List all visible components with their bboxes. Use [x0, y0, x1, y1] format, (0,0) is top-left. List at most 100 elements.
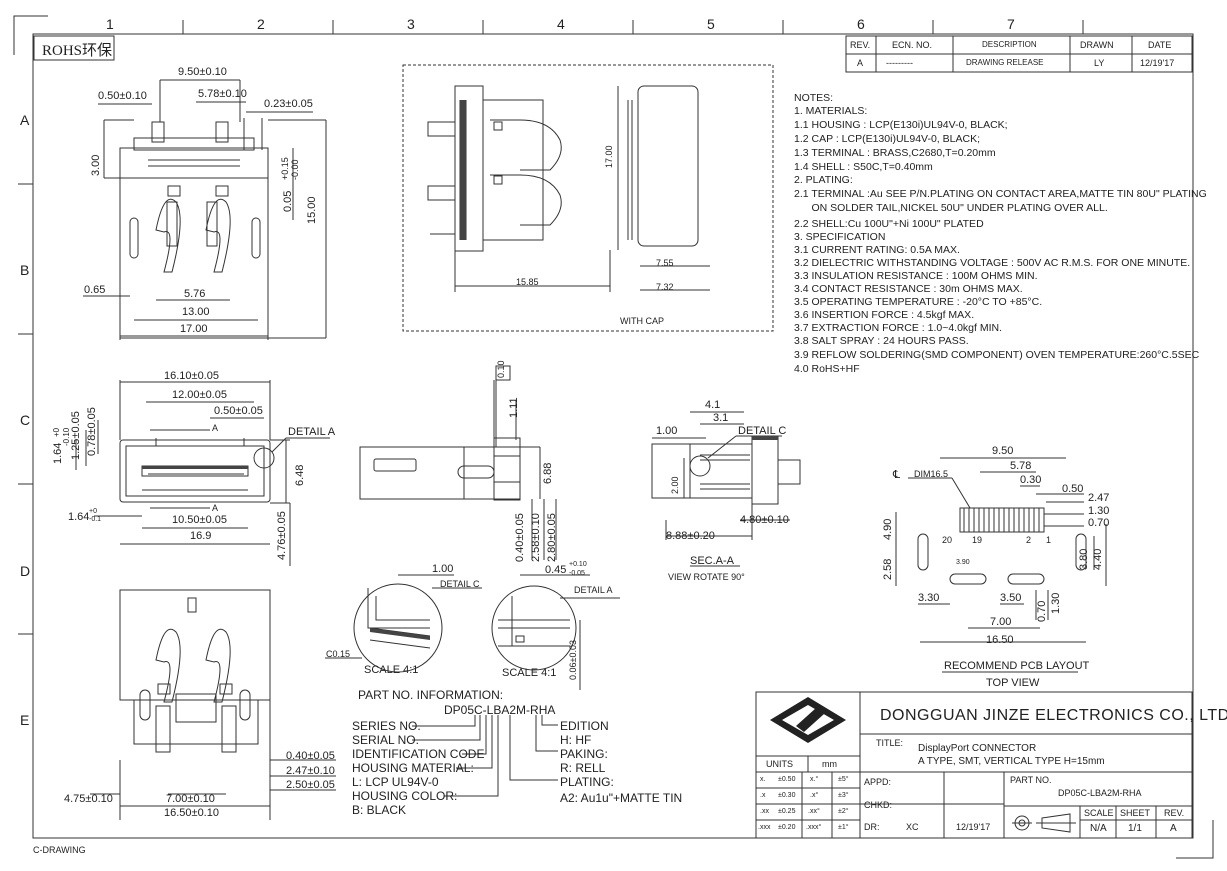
date-value: 12/19'17	[1140, 58, 1175, 68]
note-line: 2.1 TERMINAL :Au SEE P/N.PLATING ON CONT…	[794, 188, 1207, 200]
dim-label: 3.1	[713, 412, 729, 424]
company-name: DONGGUAN JINZE ELECTRONICS CO., LTD	[880, 707, 1227, 724]
scale-c: SCALE 4:1	[364, 664, 419, 676]
rev-header: REV.	[850, 40, 871, 50]
dim-label: 16.50±0.10	[164, 807, 219, 819]
part-info-left: IDENTIFICATION CODE	[352, 747, 485, 761]
dim-label: 0.45	[545, 564, 567, 576]
note-line: 3.6 INSERTION FORCE : 4.5kgf MAX.	[794, 309, 975, 321]
row-e: E	[20, 712, 30, 728]
dim-label: 0.50	[1062, 483, 1084, 495]
tol-cell: ±0.20	[778, 824, 796, 831]
dim-label: 9.50	[992, 445, 1014, 457]
section-marker: A	[212, 503, 219, 513]
centerline-symbol: ℄	[893, 469, 901, 481]
tol-cell: .xx°	[808, 808, 820, 815]
dim-label: 2.00	[670, 476, 680, 494]
pin-label: 2	[1026, 535, 1032, 545]
note-line: 3.2 DIELECTRIC WITHSTANDING VOLTAGE : 50…	[794, 257, 1191, 269]
part-info-title: PART NO. INFORMATION:	[358, 688, 504, 702]
note-line: 3.4 CONTACT RESISTANCE : 30m OHMS MAX.	[794, 283, 1023, 295]
note-line: 1.3 TERMINAL : BRASS,C2680,T=0.20mm	[794, 147, 996, 159]
dim-label: C0.15	[326, 649, 351, 659]
dim-label: 8.88±0.20	[666, 530, 715, 542]
note-line: 3.1 CURRENT RATING: 0.5A MAX.	[794, 244, 960, 256]
dim-label: 9.50±0.10	[178, 66, 227, 78]
dim-label: 0.40±0.05	[286, 750, 335, 762]
dim-label: 12.00±0.05	[172, 389, 227, 401]
column-4: 4	[557, 16, 565, 32]
drawing-title-line2: A TYPE, SMT, VERTICAL TYPE H=15mm	[918, 756, 1105, 767]
dim-label: DIM16.5	[914, 469, 949, 479]
cap-label: WITH CAP	[620, 316, 664, 326]
dim-label: 16.50	[986, 634, 1014, 646]
tol-cell: ±5°	[838, 776, 849, 783]
dim-label: +0.15	[280, 157, 290, 180]
dim-label: 0.23±0.05	[264, 98, 313, 110]
scale-a: SCALE 4:1	[502, 667, 557, 679]
part-no-value: DP05C-LBA2M-RHA	[1058, 788, 1142, 798]
dim-label: 2.58±0.10	[530, 513, 542, 562]
sheet-value: 1/1	[1128, 823, 1142, 834]
detail-a-callout: DETAIL A	[288, 426, 336, 438]
checked-label: CHKD:	[864, 800, 893, 810]
pin-label: 20	[942, 535, 953, 545]
dim-label: 0.30	[1020, 474, 1042, 486]
dim-label: +0	[89, 508, 97, 515]
dim-label: 0.50±0.10	[98, 90, 147, 102]
drawn-header: DRAWN	[1080, 40, 1114, 50]
drawn-name: XC	[906, 822, 919, 832]
dim-label: 1.00	[432, 563, 454, 575]
dim-label: 7.32	[656, 282, 674, 292]
rev-value: A	[1170, 823, 1177, 834]
dim-label: 6.48	[294, 464, 306, 486]
approved-label: APPD:	[864, 777, 892, 787]
dim-label: 13.00	[182, 306, 210, 318]
dim-label: 4.1	[705, 399, 721, 411]
dim-label: 7.00±0.10	[166, 793, 215, 805]
note-line: 3.3 INSULATION RESISTANCE : 100M OHMS MI…	[794, 270, 1038, 282]
part-info-left: SERIES NO.	[352, 719, 421, 733]
column-1: 1	[106, 16, 114, 32]
row-c: C	[20, 412, 31, 428]
dim-label: 4.40	[1092, 548, 1104, 570]
note-line: 1.1 HOUSING : LCP(E130i)UL94V-0, BLACK;	[794, 119, 1008, 131]
dim-label: +0	[52, 427, 61, 437]
dim-label: 7.55	[656, 258, 674, 268]
tol-cell: .x°	[810, 792, 819, 799]
dim-label: 5.78	[1010, 460, 1032, 472]
pcb-layout-title: RECOMMEND PCB LAYOUT	[944, 660, 1090, 672]
dim-label: 3.90	[956, 559, 970, 566]
tol-cell: .xxx	[758, 824, 771, 831]
dim-label: 0.05	[282, 190, 294, 212]
detail-a-label: DETAIL A	[574, 585, 613, 595]
note-line: 1.2 CAP : LCP(E130i)UL94V-0, BLACK;	[794, 133, 980, 145]
dim-label: 4.80±0.10	[740, 514, 789, 526]
dim-label: 10.50±0.05	[172, 514, 227, 526]
dim-label: 2.58	[882, 558, 894, 580]
company-logo	[770, 697, 846, 743]
tol-cell: ±3°	[838, 792, 849, 799]
units-value: mm	[822, 759, 837, 769]
section-subtitle: VIEW ROTATE 90°	[668, 572, 745, 582]
title-label: TITLE:	[876, 738, 904, 748]
dim-label: 3.30	[918, 592, 940, 604]
dim-label: 0.10	[496, 360, 506, 378]
row-d: D	[20, 563, 31, 579]
note-line: 3.9 REFLOW SOLDERING(SMD COMPONENT) OVEN…	[794, 349, 1200, 361]
row-b: B	[20, 262, 30, 278]
part-info-left: SERIAL NO.	[352, 733, 419, 747]
dim-label: 2.80±0.05	[546, 513, 558, 562]
note-line: 1.4 SHELL : S50C,T=0.40mm	[794, 161, 933, 173]
dim-label: 1.30	[1088, 505, 1110, 517]
detail-c-callout: DETAIL C	[738, 425, 787, 437]
dim-label: 0.40±0.05	[514, 513, 526, 562]
column-7: 7	[1007, 16, 1015, 32]
dim-label: 1.64	[68, 511, 90, 523]
drawn-label: DR:	[864, 822, 880, 832]
ecn-header: ECN. NO.	[892, 40, 933, 50]
note-line: 1. MATERIALS:	[794, 105, 868, 117]
description-header: DESCRIPTION	[982, 40, 1037, 49]
row-a: A	[20, 112, 30, 128]
dim-label: 15.85	[516, 277, 539, 287]
